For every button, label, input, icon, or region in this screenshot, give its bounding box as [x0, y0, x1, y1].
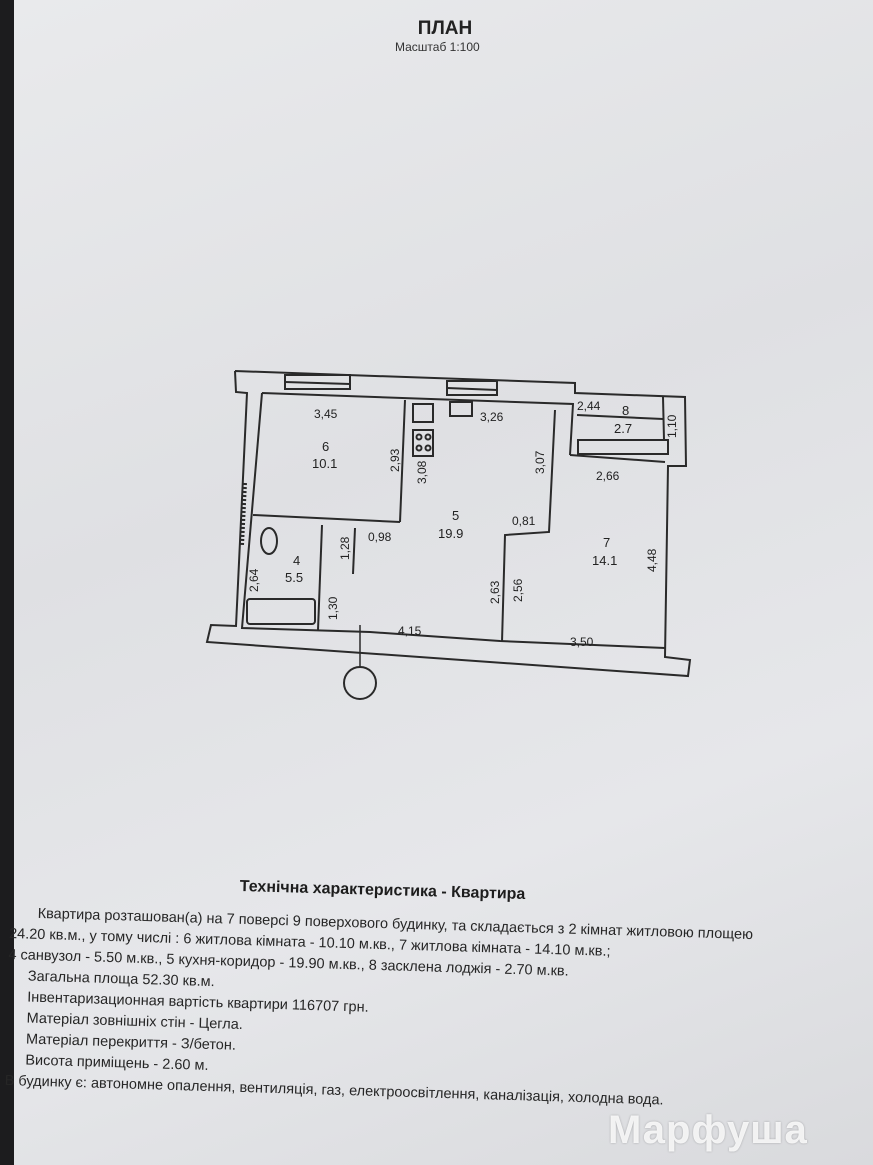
- dim-2-56: 2,56: [511, 578, 525, 602]
- dim-3-26: 3,26: [480, 410, 504, 424]
- window-7: [577, 439, 669, 455]
- room-6-number: 6: [322, 439, 329, 454]
- wall-5-7: [501, 409, 556, 643]
- loggia-wall: [576, 414, 664, 420]
- room-6-area: 10.1: [312, 456, 337, 471]
- room-8-number: 8: [622, 403, 629, 418]
- inner-wall-top: [261, 392, 575, 456]
- room-7-number: 7: [603, 535, 610, 550]
- paper-sheet: [14, 0, 873, 1165]
- dim-0-81: 0,81: [512, 514, 536, 528]
- outer-wall: [205, 370, 692, 678]
- watermark-logo: Марфуша: [608, 1108, 808, 1152]
- room-4-area: 5.5: [285, 570, 303, 585]
- dim-1-28: 1,28: [338, 536, 352, 560]
- specs-text: Квартира розташован(а) на 7 поверсі 9 по…: [4, 903, 839, 1117]
- room-8-area: 2.7: [614, 421, 632, 436]
- inner-wall-bottom: [240, 392, 666, 649]
- wall-door: [352, 527, 356, 575]
- stove: [412, 429, 434, 457]
- dim-2-44: 2,44: [577, 399, 601, 413]
- dim-1-30: 1,30: [326, 596, 340, 620]
- plan-scale: Масштаб 1:100: [395, 40, 480, 54]
- room-4-number: 4: [293, 553, 300, 568]
- sink-2: [449, 401, 473, 417]
- room-7-area: 14.1: [592, 553, 617, 568]
- dim-3-45: 3,45: [314, 407, 338, 421]
- loggia-side: [662, 396, 665, 441]
- dim-2-64: 2,64: [247, 568, 261, 592]
- bathtub: [246, 598, 316, 625]
- dim-3-07: 3,07: [533, 450, 547, 474]
- dim-1-10: 1,10: [665, 414, 679, 438]
- wall-6-5: [399, 399, 406, 523]
- wall-7-top: [569, 454, 666, 463]
- wall-4-5: [317, 524, 323, 631]
- dim-0-98: 0,98: [368, 530, 392, 544]
- wall-6-4: [252, 514, 401, 523]
- sink: [412, 403, 434, 423]
- room-5-area: 19.9: [438, 526, 463, 541]
- room-5-number: 5: [452, 508, 459, 523]
- entrance-marker: [343, 666, 377, 700]
- dim-3-08: 3,08: [415, 460, 429, 484]
- dim-3-50: 3,50: [570, 635, 594, 649]
- dim-4-15: 4,15: [398, 624, 422, 638]
- dim-2-93: 2,93: [388, 448, 402, 472]
- dim-2-66: 2,66: [596, 469, 620, 483]
- dim-2-63: 2,63: [488, 580, 502, 604]
- dim-4-48: 4,48: [645, 548, 659, 572]
- toilet: [260, 527, 278, 555]
- plan-title: ПЛАН: [417, 18, 473, 39]
